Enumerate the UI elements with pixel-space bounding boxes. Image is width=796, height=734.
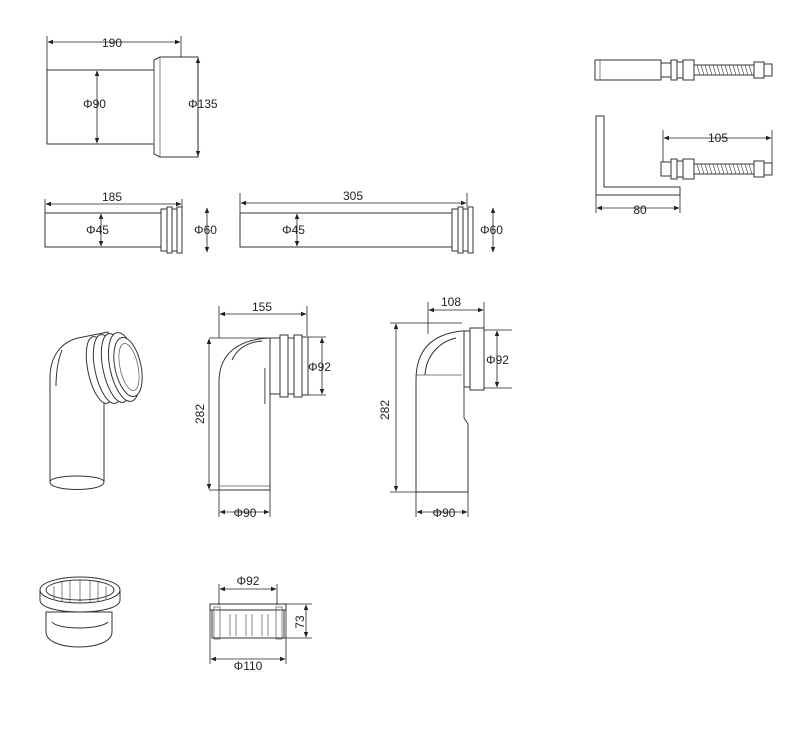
svg-text:———: ——— (259, 368, 273, 404)
dim-73-label: 73 (293, 615, 307, 629)
dim-155-label: 155 (252, 300, 272, 314)
dim-80-label: 80 (633, 203, 647, 217)
dim-phi92-label: Φ92 (486, 353, 509, 367)
dim-phi60-label: Φ60 (480, 223, 503, 237)
nut (682, 59, 695, 81)
dim-185-label: 185 (102, 190, 122, 204)
socket-mouth (113, 337, 143, 397)
l-bracket (595, 115, 681, 196)
collar-body (45, 611, 113, 648)
nut (682, 158, 695, 180)
threaded-rod (693, 64, 755, 76)
pan-collar-side-view: Φ92 73 Φ110 (209, 574, 312, 673)
dim-phi45-label: Φ45 (282, 223, 305, 237)
bracket-bolt-kit: 105 80 (594, 59, 773, 217)
collar-rim (209, 603, 287, 611)
nut (670, 158, 678, 180)
nut (670, 59, 678, 81)
collar-body (211, 609, 285, 639)
dim-305-label: 305 (343, 189, 363, 203)
threaded-rod (693, 163, 755, 175)
pan-collar-perspective (39, 576, 121, 648)
connector-body (218, 337, 271, 491)
bend-perspective-view (49, 331, 143, 490)
offset-pan-connector: 282 108 Φ92 Φ90 (378, 295, 512, 520)
dim-phi90-label: Φ90 (234, 506, 257, 520)
short-pipe: 185 Φ45 Φ60 (44, 190, 217, 254)
pipe-body (46, 69, 155, 145)
straight-socket-pipe: 190 Φ90 Φ135 (46, 36, 218, 158)
dim-phi60-label: Φ60 (194, 223, 217, 237)
bend-pan-connector: ——— 282 155 Φ92 Φ90 (193, 300, 331, 520)
dim-190-label: 190 (102, 36, 122, 50)
dim-108-label: 108 (441, 295, 461, 309)
dim-282-label: 282 (378, 400, 392, 420)
dim-phi92-label: Φ92 (237, 574, 260, 588)
connector-body (415, 330, 469, 493)
pipe-body (239, 212, 453, 248)
dim-phi45-label: Φ45 (86, 223, 109, 237)
dim-282-label: 282 (193, 404, 207, 424)
dim-phi92-label: Φ92 (308, 360, 331, 374)
dim-phi90-label: Φ90 (83, 97, 106, 111)
dim-phi110-label: Φ110 (234, 659, 263, 673)
long-pipe: 305 Φ45 Φ60 (239, 189, 503, 254)
dim-phi135-label: Φ135 (188, 97, 218, 111)
dim-105-label: 105 (708, 131, 728, 145)
dim-phi90-label: Φ90 (433, 506, 456, 520)
sleeve (594, 59, 662, 81)
